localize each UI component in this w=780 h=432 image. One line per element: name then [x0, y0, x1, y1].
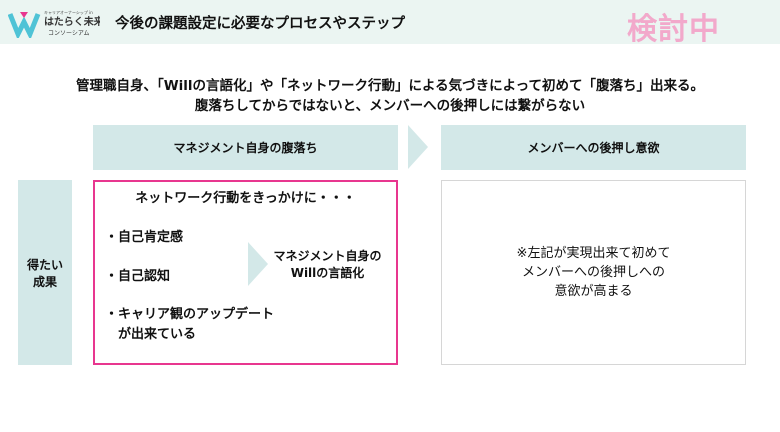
lead-line-1: 管理職自身、「Willの言語化」や「ネットワーク行動」による気づきによって初めて… [75, 78, 705, 94]
page-title: 今後の課題設定に必要なプロセスやステップ [115, 16, 405, 32]
left-box-heading: ネットワーク行動をきっかけに・・・ [135, 191, 356, 206]
svg-text:コンソーシアム: コンソーシアム [48, 30, 89, 37]
right-box-line: 意欲が高まる [554, 284, 633, 299]
right-box-line: メンバーへの後押しへの [521, 265, 665, 280]
list-item: ・自己認知 [105, 269, 171, 284]
arrow-right-icon [408, 125, 428, 169]
column-header-right: メンバーへの後押し意欲 [441, 125, 746, 170]
list-item: ・自己肯定感 [105, 230, 184, 245]
logo: キャリアオーナーシップ in はたらく未来 コンソーシアム [8, 9, 100, 38]
list-item: が出来ている [105, 327, 197, 342]
row-label-line: 成果 [32, 274, 57, 289]
row-label: 得たい 成果 [18, 180, 72, 365]
result-line: Willの言語化 [290, 266, 365, 280]
right-box-line: ※左記が実現出来て初めて [516, 246, 671, 261]
header-band [0, 0, 780, 44]
list-item: ・キャリア観のアップデート [105, 307, 275, 322]
left-box: ネットワーク行動をきっかけに・・・ ・自己肯定感 ・自己認知 ・キャリア観のアッ… [93, 180, 398, 365]
status-label: 検討中 [627, 12, 720, 47]
svg-text:はたらく未来: はたらく未来 [44, 15, 100, 28]
result-line: マネジメント自身の [273, 249, 382, 263]
column-header-left: マネジメント自身の腹落ち [93, 125, 398, 170]
row-label-line: 得たい [26, 257, 63, 272]
right-box: ※左記が実現出来て初めて メンバーへの後押しへの 意欲が高まる [441, 180, 746, 365]
lead-line-2: 腹落ちしてからではないと、メンバーへの後押しには繋がらない [194, 98, 586, 114]
arrow-right-icon [248, 242, 268, 286]
svg-text:キャリアオーナーシップ in: キャリアオーナーシップ in [44, 9, 93, 15]
